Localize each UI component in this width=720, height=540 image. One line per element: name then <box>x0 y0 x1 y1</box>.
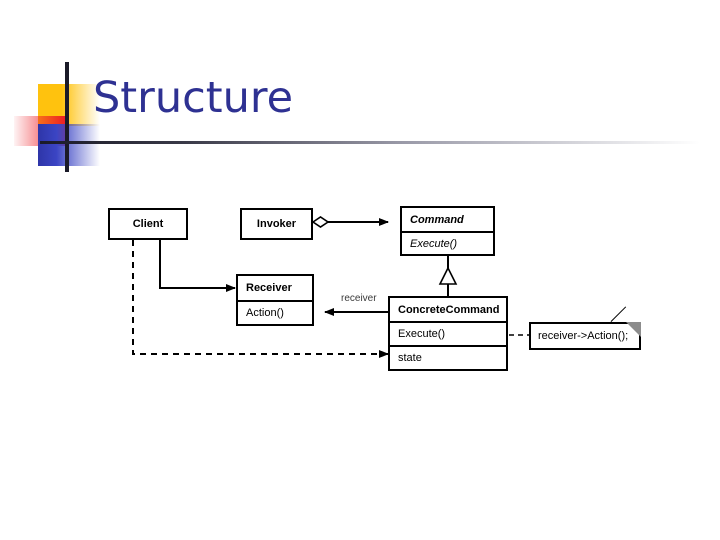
class-member-concretecommand-state: state <box>390 345 506 369</box>
logo-vertical-line <box>65 62 69 172</box>
class-member-receiver-action: Action() <box>238 300 312 324</box>
class-member-concretecommand-execute: Execute() <box>390 321 506 345</box>
uml-note[interactable]: receiver->Action(); <box>529 306 641 350</box>
uml-class-concretecommand[interactable]: ConcreteCommand Execute() state <box>388 296 508 371</box>
title-underline-rule <box>40 141 700 144</box>
class-name-receiver: Receiver <box>246 282 292 294</box>
uml-class-invoker[interactable]: Invoker <box>240 208 313 240</box>
uml-class-receiver[interactable]: Receiver Action() <box>236 274 314 326</box>
note-fold-corner-icon <box>626 322 641 337</box>
uml-note-text: receiver->Action(); <box>538 330 629 342</box>
decorative-logo <box>14 62 114 172</box>
logo-blue-square <box>38 124 100 166</box>
class-name-client: Client <box>132 218 164 230</box>
association-label-receiver: receiver <box>341 293 377 304</box>
page-title: Structure <box>93 73 294 123</box>
uml-class-client[interactable]: Client <box>108 208 188 240</box>
class-name-command: Command <box>410 213 464 226</box>
uml-class-command[interactable]: Command Execute() <box>400 206 495 256</box>
class-member-command-execute: Execute() <box>402 231 493 254</box>
class-name-invoker: Invoker <box>256 218 297 230</box>
class-name-concretecommand: ConcreteCommand <box>398 303 500 316</box>
